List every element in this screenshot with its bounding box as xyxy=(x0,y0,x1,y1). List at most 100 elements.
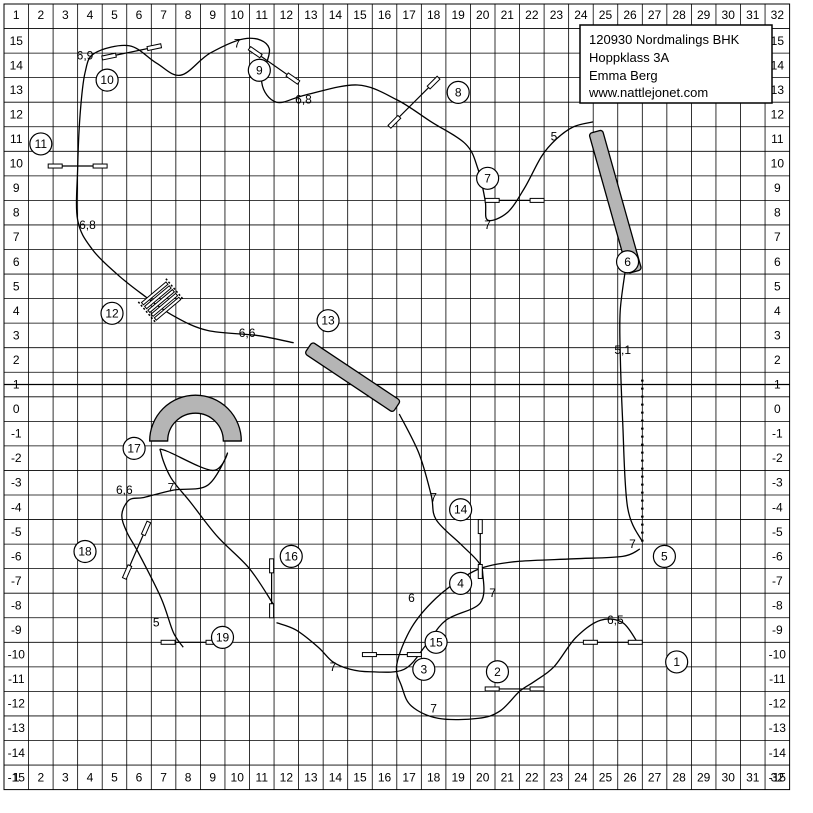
distance-label: 6 xyxy=(408,591,415,605)
jump-18-wing xyxy=(121,564,133,580)
x-tick-top: 23 xyxy=(550,8,564,22)
y-tick-right: 10 xyxy=(771,157,785,171)
y-tick-left: 14 xyxy=(10,58,24,72)
jump-10-wing xyxy=(146,43,163,52)
y-tick-right: 5 xyxy=(774,279,781,293)
y-tick-right: 9 xyxy=(774,181,781,195)
y-tick-right: 15 xyxy=(771,34,785,48)
y-tick-left: -11 xyxy=(8,672,25,686)
jump-11-wing xyxy=(47,163,63,169)
obstacle-number-circle xyxy=(665,650,689,674)
distance-label: 6,5 xyxy=(607,613,624,627)
tunnel-6 xyxy=(588,129,642,274)
jump-8-wing xyxy=(426,75,441,90)
obstacle-number: 19 xyxy=(216,630,230,644)
obstacle-number: 9 xyxy=(256,63,263,77)
obstacle-number-circle xyxy=(446,80,470,104)
tyre-12 xyxy=(137,278,185,324)
y-tick-right: 6 xyxy=(774,255,781,269)
x-tick-bottom: 9 xyxy=(209,771,216,785)
tyre-bar xyxy=(140,281,169,306)
x-tick-top: 31 xyxy=(746,8,760,22)
obstacle-number: 13 xyxy=(321,314,335,328)
tyre-side xyxy=(165,278,185,301)
obstacle-number-circle xyxy=(424,630,448,654)
info-line-1: 120930 Nordmalings BHK xyxy=(589,32,740,47)
y-tick-right: 14 xyxy=(771,58,785,72)
info-line-3: Emma Berg xyxy=(589,68,658,83)
jump-10-wing xyxy=(101,52,117,61)
obstacle-number-circle xyxy=(279,544,303,568)
x-tick-top: 4 xyxy=(87,8,94,22)
distance-label: 7 xyxy=(330,660,337,674)
obstacle-number: 7 xyxy=(484,171,491,185)
x-tick-top: 15 xyxy=(353,8,367,22)
x-tick-top: 20 xyxy=(476,8,490,22)
y-tick-right: 11 xyxy=(771,132,784,146)
x-tick-top: 3 xyxy=(62,8,69,22)
jump-3-wing xyxy=(406,652,422,658)
y-tick-right: -15 xyxy=(769,770,787,784)
jump-2-wing xyxy=(529,686,545,692)
x-tick-bottom: 17 xyxy=(402,771,416,785)
y-tick-left: -13 xyxy=(8,721,26,735)
x-tick-bottom: 10 xyxy=(231,771,245,785)
x-tick-bottom: 16 xyxy=(378,771,392,785)
obstacle-number-circle xyxy=(449,571,473,595)
x-tick-top: 8 xyxy=(185,8,192,22)
axis-labels: 1122334455667788991010111112121313141415… xyxy=(8,8,787,785)
x-tick-top: 1 xyxy=(13,8,20,22)
y-tick-left: 12 xyxy=(10,107,24,121)
distance-label: 5,1 xyxy=(614,343,631,357)
x-tick-bottom: 25 xyxy=(599,771,613,785)
path-segment xyxy=(395,548,641,721)
x-tick-top: 25 xyxy=(599,8,613,22)
x-tick-bottom: 19 xyxy=(451,771,465,785)
obstacle-number-circle xyxy=(29,132,53,156)
x-tick-top: 32 xyxy=(771,8,785,22)
obstacle-number: 18 xyxy=(78,544,92,558)
grid xyxy=(3,3,791,791)
x-tick-top: 28 xyxy=(672,8,686,22)
obstacle-number-circle xyxy=(615,250,640,274)
jump-2-wing xyxy=(484,686,500,692)
obstacle-number-circle xyxy=(476,166,500,190)
obstacle-number: 11 xyxy=(35,137,48,151)
y-tick-left: -15 xyxy=(8,770,26,784)
obstacle-number-circle xyxy=(652,544,676,568)
obstacle-number-circle xyxy=(73,539,97,564)
x-tick-bottom: 3 xyxy=(62,771,69,785)
x-tick-top: 17 xyxy=(402,8,416,22)
x-tick-top: 27 xyxy=(648,8,662,22)
x-tick-top: 13 xyxy=(304,8,318,22)
obstacle-number-circle xyxy=(210,625,235,649)
distance-label: 7 xyxy=(430,702,437,716)
x-tick-top: 21 xyxy=(501,8,515,22)
y-tick-left: 10 xyxy=(10,157,24,171)
path-segment xyxy=(276,413,485,673)
y-tick-left: -4 xyxy=(11,500,22,514)
jump-18-wing xyxy=(140,520,152,537)
obstacle-number-circle xyxy=(95,68,119,92)
x-tick-bottom: 15 xyxy=(353,771,367,785)
info-box: 120930 Nordmalings BHK Hoppklass 3A Emma… xyxy=(579,24,773,104)
y-tick-right: 3 xyxy=(774,328,781,342)
y-tick-right: -7 xyxy=(772,574,783,588)
jump-9-wing xyxy=(247,45,263,59)
distance-label: 6,9 xyxy=(77,49,94,63)
distance-label: 6,6 xyxy=(116,483,133,497)
obstacle-number: 16 xyxy=(285,549,299,563)
y-tick-right: -11 xyxy=(769,672,786,686)
y-tick-right: 8 xyxy=(774,206,781,220)
obstacle-number-circle xyxy=(485,660,510,684)
obstacle-number-circle xyxy=(100,301,124,325)
obstacle-number-circle xyxy=(412,657,436,681)
y-tick-left: -7 xyxy=(11,574,22,588)
x-tick-bottom: 6 xyxy=(136,771,143,785)
jump-11-wing xyxy=(92,163,108,169)
y-tick-right: 13 xyxy=(771,83,785,97)
y-tick-right: -14 xyxy=(769,746,787,760)
obstacles xyxy=(47,43,644,692)
obstacle-number: 12 xyxy=(105,306,119,320)
y-tick-right: -8 xyxy=(772,598,783,612)
